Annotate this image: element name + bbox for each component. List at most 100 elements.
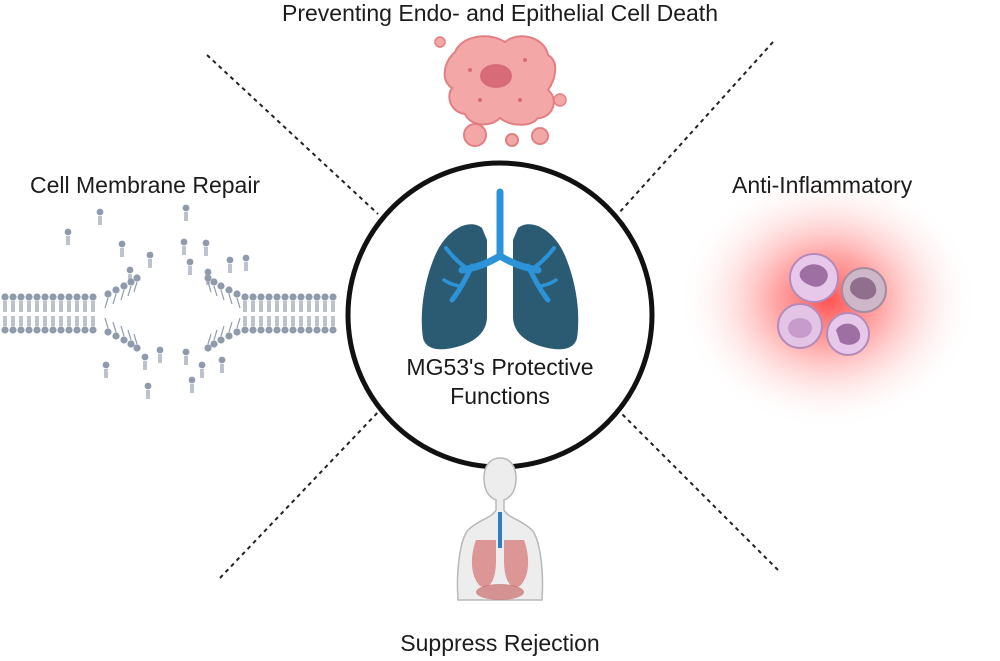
phospholipid-head	[25, 326, 33, 334]
phospholipid-head	[204, 268, 212, 276]
divider-lines	[206, 41, 779, 579]
right-lung	[513, 224, 579, 350]
phospholipid-tail	[220, 325, 225, 337]
phospholipid-head	[102, 361, 110, 369]
phospholipid-tail	[133, 281, 138, 293]
phospholipid-head	[89, 326, 97, 334]
phospholipid-head	[57, 326, 65, 334]
phospholipid-head	[96, 208, 104, 216]
phospholipid-head	[17, 326, 25, 334]
phospholipid-head	[25, 293, 33, 301]
phospholipid-tail	[213, 285, 218, 297]
phospholipid-head	[281, 326, 289, 334]
phospholipid-head	[204, 274, 212, 282]
phospholipid-head	[73, 293, 81, 301]
phospholipid-head	[120, 336, 128, 344]
center-title-line1: MG53's Protective	[406, 354, 594, 380]
phospholipid-head	[141, 353, 149, 361]
phospholipid-head	[233, 328, 241, 336]
phospholipid-head	[182, 204, 190, 212]
phospholipid-head	[233, 290, 241, 298]
phospholipid-head	[146, 251, 154, 259]
phospholipid-head	[112, 286, 120, 294]
phospholipid-head	[73, 326, 81, 334]
phospholipid-head	[241, 326, 249, 334]
phospholipid-head	[182, 348, 190, 356]
phospholipid-head	[198, 361, 206, 369]
phospholipid-tail	[127, 285, 132, 297]
phospholipid-head	[226, 256, 234, 264]
phospholipid-head	[265, 293, 273, 301]
phospholipid-head	[65, 326, 73, 334]
phospholipid-head	[41, 293, 49, 301]
divider-bottom-right	[617, 409, 779, 571]
phospholipid-head	[81, 326, 89, 334]
label-bottom: Suppress Rejection	[400, 630, 600, 656]
phospholipid-head	[217, 336, 225, 344]
phospholipid-head	[249, 326, 257, 334]
phospholipid-head	[202, 239, 210, 247]
phospholipid-head	[265, 326, 273, 334]
phospholipid-head	[186, 258, 194, 266]
phospholipid-tail	[112, 321, 117, 333]
immune-cells-icon	[678, 170, 978, 430]
phospholipid-head	[241, 293, 249, 301]
airway-tree	[442, 188, 558, 303]
phospholipid-head	[297, 293, 305, 301]
phospholipid-head	[180, 238, 188, 246]
phospholipid-head	[118, 240, 126, 248]
phospholipid-head	[41, 326, 49, 334]
label-left: Cell Membrane Repair	[30, 172, 261, 198]
phospholipid-head	[64, 228, 72, 236]
phospholipid-head	[9, 326, 17, 334]
phospholipid-head	[1, 326, 9, 334]
phospholipid-head	[104, 328, 112, 336]
divider-top-left	[206, 54, 379, 215]
label-right: Anti-Inflammatory	[732, 172, 913, 198]
phospholipid-tail	[104, 297, 109, 309]
phospholipid-tail	[120, 289, 125, 301]
center-title-line2: Functions	[450, 383, 550, 409]
center-title: MG53's Protective Functions	[360, 353, 640, 411]
phospholipid-head	[297, 326, 305, 334]
phospholipid-head	[225, 332, 233, 340]
phospholipid-head	[57, 293, 65, 301]
phospholipid-head	[329, 293, 337, 301]
phospholipid-head	[33, 326, 41, 334]
phospholipid-head	[156, 346, 164, 354]
phospholipid-head	[305, 326, 313, 334]
phospholipid-head	[313, 326, 321, 334]
phospholipid-head	[112, 332, 120, 340]
phospholipid-head	[289, 293, 297, 301]
phospholipid-tail	[228, 321, 233, 333]
divider-top-right	[617, 41, 774, 215]
phospholipid-tail	[207, 333, 212, 345]
phospholipid-head	[204, 344, 212, 352]
human-torso-icon	[456, 457, 544, 601]
phospholipid-head	[144, 382, 152, 390]
phospholipid-head	[49, 326, 57, 334]
phospholipid-head	[273, 293, 281, 301]
phospholipid-tail	[104, 317, 109, 329]
phospholipid-tail	[220, 289, 225, 301]
phospholipid-head	[329, 326, 337, 334]
phospholipid-head	[257, 293, 265, 301]
phospholipid-head	[249, 293, 257, 301]
phospholipid-head	[49, 293, 57, 301]
phospholipid-head	[65, 293, 73, 301]
phospholipid-head	[225, 286, 233, 294]
phospholipid-head	[120, 282, 128, 290]
phospholipid-head	[313, 293, 321, 301]
phospholipid-tail	[127, 329, 132, 341]
phospholipid-head	[321, 326, 329, 334]
left-lung	[421, 224, 487, 350]
phospholipid-tail	[236, 297, 241, 309]
phospholipid-head	[104, 290, 112, 298]
phospholipid-head	[305, 293, 313, 301]
phospholipid-tail	[133, 333, 138, 345]
phospholipid-head	[81, 293, 89, 301]
phospholipid-tail	[236, 317, 241, 329]
phospholipid-head	[9, 293, 17, 301]
